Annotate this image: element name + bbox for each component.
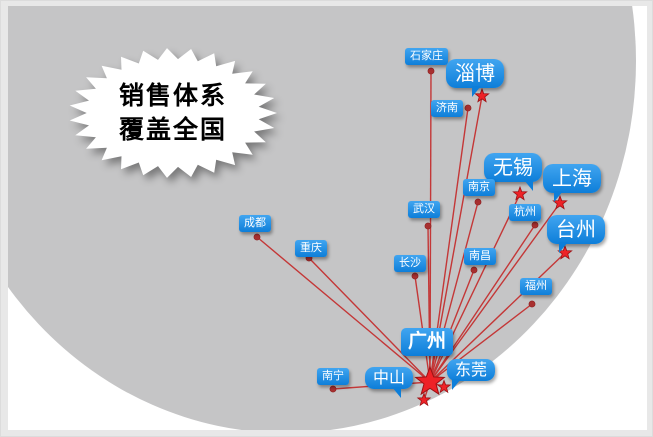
route-line-9 [256, 236, 431, 383]
city-dot-marker-0 [427, 67, 435, 75]
city-star-marker-3 [512, 185, 528, 201]
city-star-marker-16 [436, 379, 452, 394]
city-dot-marker-9 [253, 233, 261, 241]
city-dot-marker-5 [474, 198, 482, 206]
city-dot-marker-13 [528, 300, 536, 308]
city-dot-marker-2 [464, 104, 472, 112]
city-dot-marker-12 [411, 272, 419, 280]
city-dot-marker-17 [329, 385, 337, 393]
route-line-11 [429, 269, 475, 383]
city-dot-marker-10 [305, 254, 313, 262]
hub-star [414, 365, 446, 396]
route-line-10 [308, 257, 431, 383]
city-dot-marker-6 [424, 222, 432, 230]
city-star-marker-15 [416, 392, 432, 407]
city-dot-marker-11 [470, 266, 478, 274]
city-dot-marker-7 [531, 221, 539, 229]
route-line-6 [427, 225, 431, 383]
